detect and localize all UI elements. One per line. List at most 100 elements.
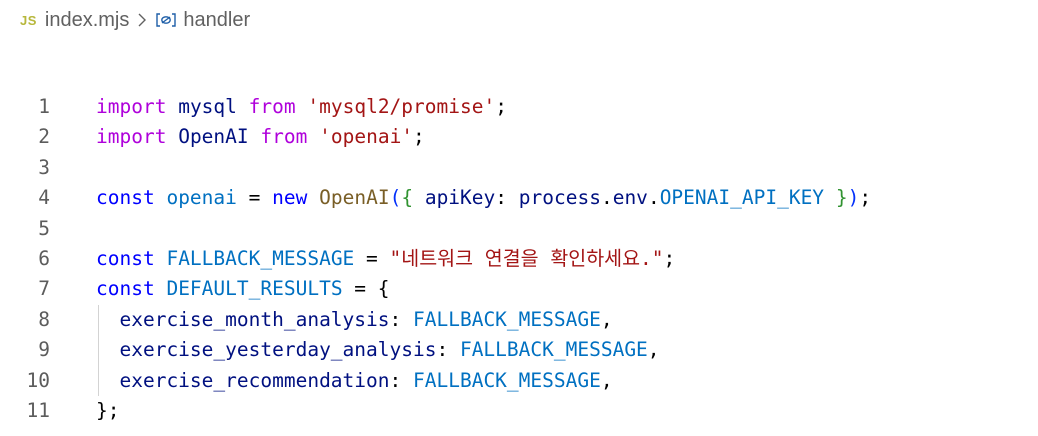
breadcrumb: JS index.mjs handler xyxy=(20,6,250,34)
code-token: . xyxy=(600,186,613,210)
code-text: exercise_recommendation: FALLBACK_MESSAG… xyxy=(96,366,613,396)
code-token: ; xyxy=(413,125,425,149)
code-token: : xyxy=(389,368,413,392)
code-token: . xyxy=(647,186,660,210)
line-number: 5 xyxy=(38,216,50,240)
line-number: 4 xyxy=(38,186,50,210)
line-number: 10 xyxy=(26,368,50,392)
code-token: mysql xyxy=(178,95,237,118)
code-token: openai xyxy=(166,186,237,210)
line-number: 2 xyxy=(38,125,50,149)
code-line[interactable]: 9 exercise_yesterday_analysis: FALLBACK_… xyxy=(0,335,1038,366)
line-number: 6 xyxy=(38,246,50,270)
javascript-file-icon: JS xyxy=(20,12,37,28)
code-line[interactable]: 1 import mysql from 'mysql2/promise'; xyxy=(0,92,1038,122)
code-token xyxy=(166,95,178,118)
code-token: , xyxy=(647,338,660,362)
code-token: exercise_recommendation xyxy=(119,368,390,392)
code-editor[interactable]: 1 import mysql from 'mysql2/promise'; 2 imp… xyxy=(0,92,1038,426)
code-token: : xyxy=(495,186,519,210)
code-token: const xyxy=(96,246,155,270)
breadcrumb-file[interactable]: index.mjs xyxy=(44,8,130,31)
indent-guide xyxy=(98,335,99,366)
code-token: "네트워크 연결을 확인하세요." xyxy=(389,246,664,270)
code-token: from xyxy=(248,95,296,118)
code-token: ; xyxy=(859,186,872,210)
code-token: FALLBACK_MESSAGE xyxy=(166,246,355,270)
code-text: exercise_month_analysis: FALLBACK_MESSAG… xyxy=(96,305,612,335)
code-text: import mysql from 'mysql2/promise'; xyxy=(96,92,507,122)
code-line[interactable]: 11}; xyxy=(0,396,1038,426)
code-token: } xyxy=(835,186,848,210)
code-text: exercise_yesterday_analysis: FALLBACK_ME… xyxy=(96,335,660,365)
code-token: FALLBACK_MESSAGE xyxy=(413,368,601,392)
line-number: 11 xyxy=(26,398,50,422)
line-number: 9 xyxy=(38,338,50,362)
code-token: 'openai' xyxy=(319,125,414,149)
code-text: import OpenAI from 'openai'; xyxy=(96,122,425,152)
code-token: }; xyxy=(96,398,120,422)
code-token xyxy=(96,308,119,331)
code-line[interactable]: 3 xyxy=(0,153,1038,183)
code-token: import xyxy=(96,125,167,149)
code-token: { xyxy=(401,186,414,210)
code-token: = xyxy=(236,186,273,210)
breadcrumb-symbol[interactable]: handler xyxy=(183,8,251,31)
code-token: ) xyxy=(847,186,860,210)
code-token: = xyxy=(354,246,390,270)
indent-guide xyxy=(98,304,99,336)
code-line[interactable]: 8 exercise_month_analysis: FALLBACK_MESS… xyxy=(0,304,1038,336)
code-token: OPENAI_API_KEY xyxy=(659,186,825,210)
code-token: exercise_month_analysis xyxy=(119,307,390,331)
code-token: exercise_yesterday_analysis xyxy=(119,338,437,362)
code-token: OpenAI xyxy=(178,125,249,149)
code-line[interactable]: 4 const openai = new OpenAI({ apiKey: pro… xyxy=(0,183,1038,213)
code-token: import xyxy=(96,95,167,118)
code-token: apiKey xyxy=(424,186,496,210)
line-number: 7 xyxy=(38,277,50,301)
code-token: ; xyxy=(495,95,507,118)
code-line[interactable]: 6 const FALLBACK_MESSAGE = "네트워크 연결을 확인하세… xyxy=(0,244,1038,274)
code-token: FALLBACK_MESSAGE xyxy=(413,307,601,331)
code-token: DEFAULT_RESULTS xyxy=(166,277,343,301)
code-line[interactable]: 5 xyxy=(0,214,1038,244)
code-token: { xyxy=(377,277,390,301)
chevron-right-icon xyxy=(137,12,147,28)
code-token xyxy=(166,125,178,148)
line-number: 3 xyxy=(38,155,50,179)
code-token: process xyxy=(518,186,601,210)
code-token xyxy=(296,95,308,118)
code-text: const openai = new OpenAI({ apiKey: proc… xyxy=(96,183,871,213)
variable-symbol-icon xyxy=(155,12,177,28)
code-text: }; xyxy=(96,396,119,426)
code-line[interactable]: 7 const DEFAULT_RESULTS = { xyxy=(0,274,1038,304)
code-token: const xyxy=(96,277,155,301)
code-text: const DEFAULT_RESULTS = { xyxy=(96,274,390,304)
line-number: 1 xyxy=(38,95,50,118)
code-token: : xyxy=(389,307,413,331)
code-token: ( xyxy=(389,186,402,210)
code-token: OpenAI xyxy=(319,186,390,210)
code-token xyxy=(155,186,167,209)
code-token: ; xyxy=(663,246,676,270)
line-number: 8 xyxy=(38,307,50,331)
code-token: , xyxy=(600,368,613,392)
code-token xyxy=(96,369,119,392)
code-token xyxy=(307,125,319,148)
code-line[interactable]: 10 exercise_recommendation: FALLBACK_MES… xyxy=(0,365,1038,396)
code-token: from xyxy=(260,125,308,149)
code-token xyxy=(307,186,319,209)
indent-guide xyxy=(98,365,99,396)
code-text: const FALLBACK_MESSAGE = "네트워크 연결을 확인하세요… xyxy=(96,244,675,274)
code-token xyxy=(155,247,167,270)
code-token xyxy=(155,277,167,300)
code-token xyxy=(96,338,119,361)
code-token: const xyxy=(96,186,155,210)
code-token xyxy=(824,186,836,209)
code-token: new xyxy=(272,186,308,210)
code-token: 'mysql2/promise' xyxy=(307,95,496,118)
code-token: : xyxy=(436,338,460,362)
code-token xyxy=(413,186,425,209)
code-token: env xyxy=(612,186,648,210)
code-line[interactable]: 2 import OpenAI from 'openai'; xyxy=(0,122,1038,152)
